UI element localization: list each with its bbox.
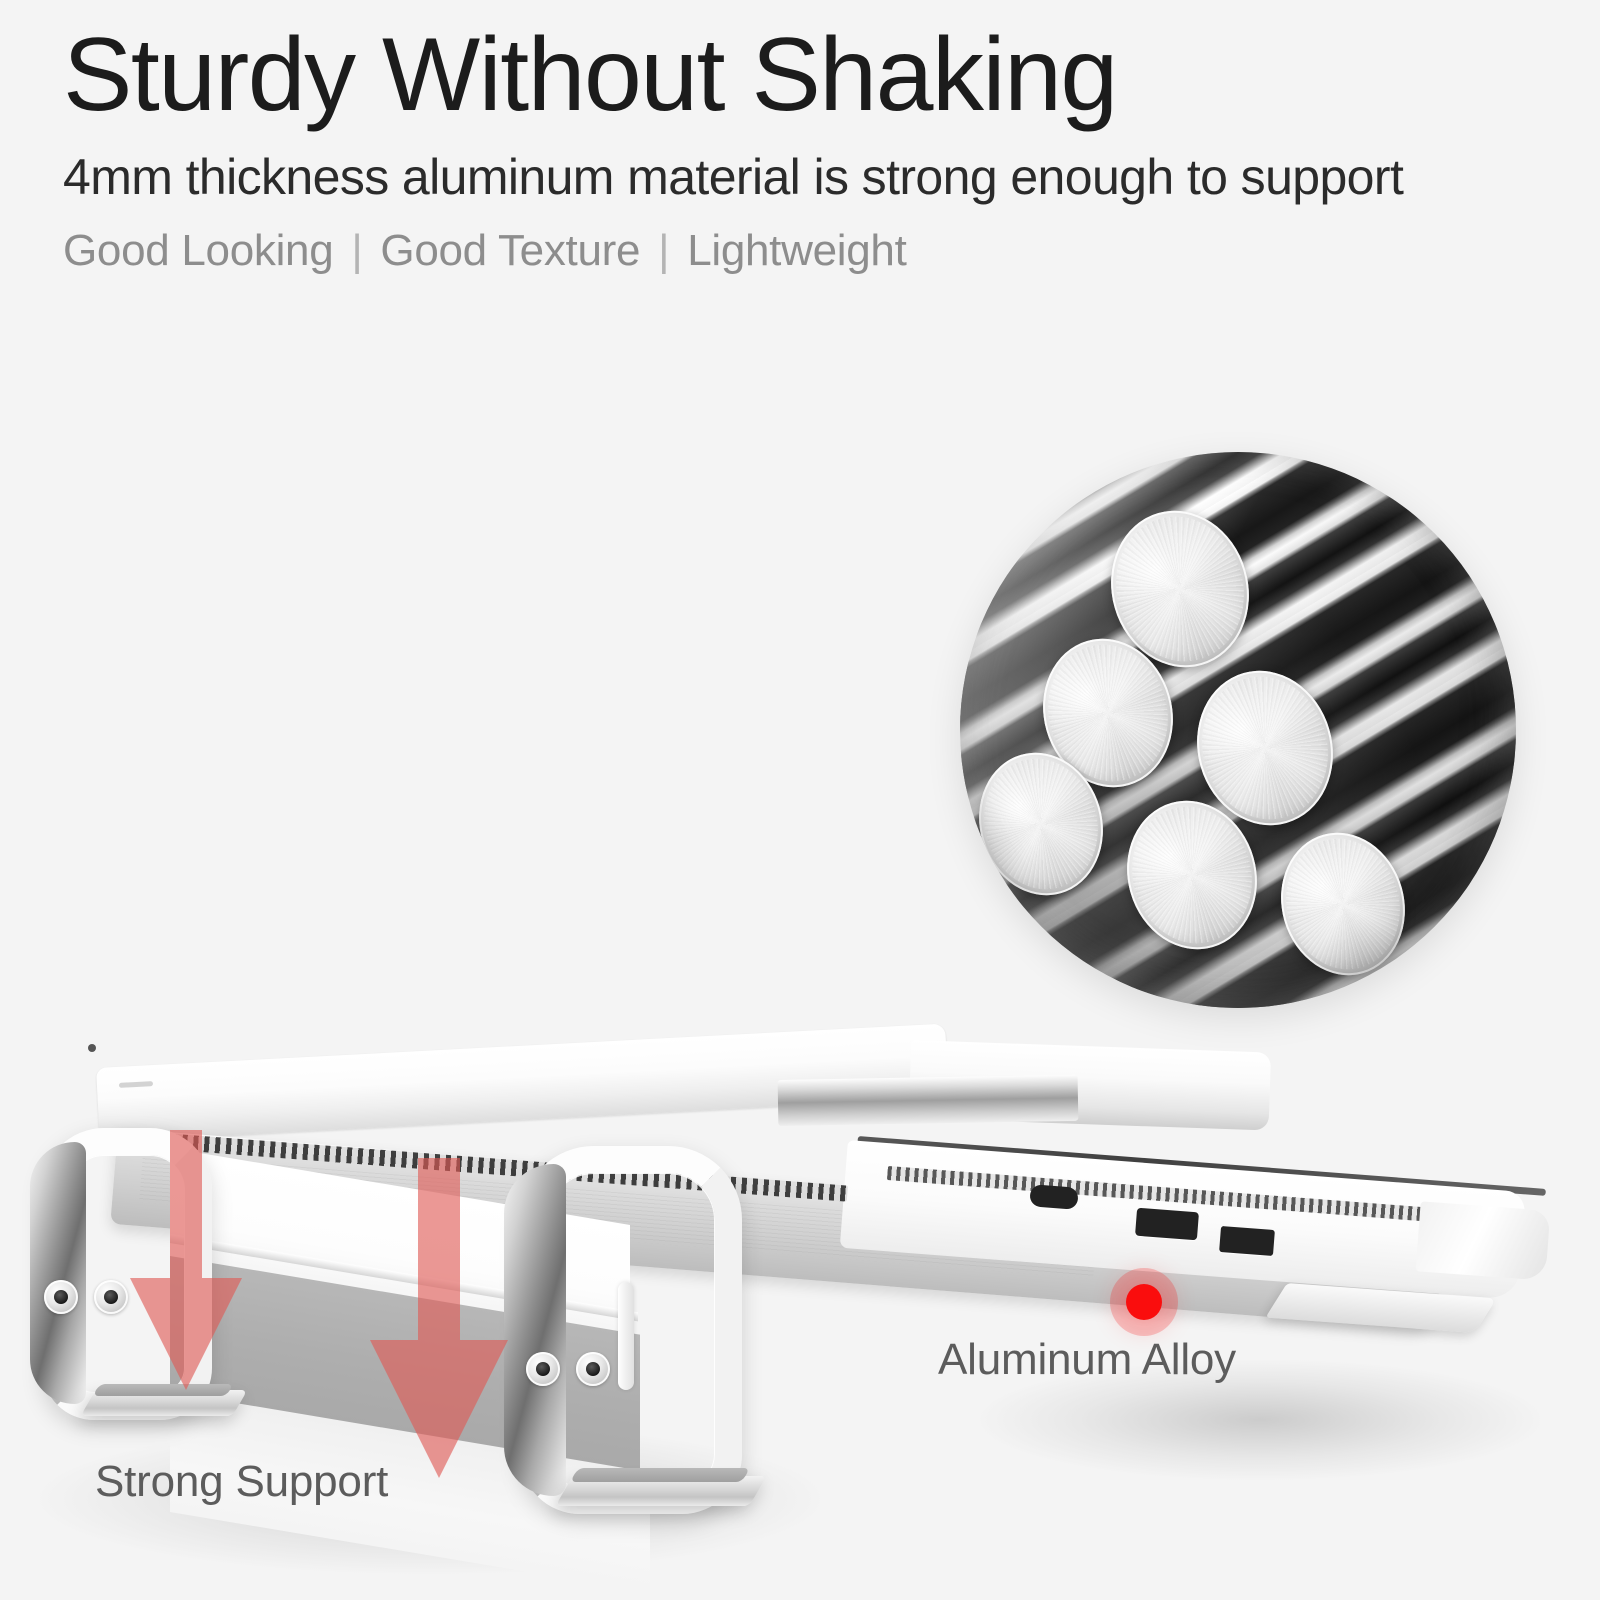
- stand-arm-left-screws: [44, 1280, 128, 1314]
- pinhole-indicator: [88, 1044, 96, 1052]
- lid-seam: [118, 1081, 154, 1088]
- tagline-item-lightweight: Lightweight: [687, 226, 907, 276]
- laptop-hinge-band: [777, 1074, 1079, 1126]
- pipe-separator-icon: |: [658, 226, 670, 276]
- page-subtitle: 4mm thickness aluminum material is stron…: [63, 149, 1404, 206]
- usb-a-port: [1219, 1225, 1275, 1257]
- feature-tagline: Good Looking | Good Texture | Lightweigh…: [63, 226, 1543, 276]
- callout-aluminum-alloy: Aluminum Alloy: [938, 1335, 1236, 1384]
- inset-vignette: [960, 452, 1516, 1008]
- header-block: Sturdy Without Shaking 4mm thickness alu…: [63, 22, 1543, 275]
- stand-right-foot-pad: [569, 1468, 751, 1482]
- product-scene: [0, 1020, 1600, 1600]
- laptop-device: [88, 1023, 1551, 1374]
- down-arrow-icon-2: [370, 1158, 508, 1478]
- stand-arm-right-rib: [618, 1282, 634, 1390]
- red-dot-marker-icon: [1126, 1284, 1162, 1320]
- screw-icon: [94, 1280, 128, 1314]
- down-arrow-icon-1: [130, 1130, 242, 1390]
- screw-icon: [576, 1352, 610, 1386]
- tagline-item-good-looking: Good Looking: [63, 226, 334, 276]
- stand-arm-right-metal-edge: [504, 1164, 566, 1496]
- screw-icon: [526, 1352, 560, 1386]
- tagline-item-good-texture: Good Texture: [380, 226, 641, 276]
- stand-arm-right-screws: [526, 1352, 610, 1386]
- screw-icon: [44, 1280, 78, 1314]
- usb-c-port: [1029, 1184, 1079, 1210]
- laptop-front-taper: [1415, 1201, 1551, 1281]
- stand-arm-left-metal-edge: [30, 1142, 86, 1404]
- stand-arm-right: [500, 1146, 770, 1546]
- pipe-separator-icon: |: [351, 226, 363, 276]
- hdmi-port: [1135, 1207, 1199, 1241]
- callout-strong-support: Strong Support: [95, 1457, 389, 1506]
- aluminum-rods-closeup-inset: [960, 452, 1516, 1008]
- page-title: Sturdy Without Shaking: [63, 17, 1118, 133]
